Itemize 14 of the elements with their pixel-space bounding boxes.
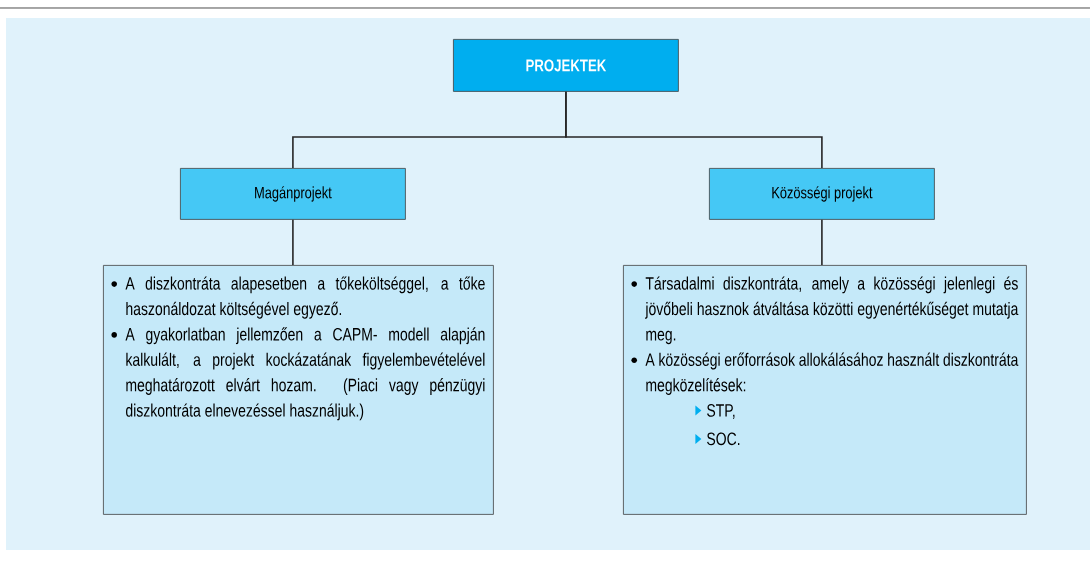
sub-item: STP, [695,404,735,419]
connector-line [292,219,294,266]
category-box: Magánprojekt [180,168,406,220]
connector-line [821,219,823,266]
category-box: Közösségi projekt [709,168,935,220]
connector-line [565,91,823,169]
text-box [103,265,494,515]
title-box: PROJEKTEK [453,39,679,92]
bullet-item: A diszkontráta alapesetben a tőkeköltséggel, a tőke haszonáldozat költségével egyező. [111,276,485,319]
sub-item: SOC. [695,432,740,446]
bullet-item: A gyakorlatban jellemzően a CAPM- modell alapján kalkulált, a projekt kockázatának figyelembevételével meghatározott elvárt hozam. (Piaci vagy pénzügyi diszkontráta elnevezéssel használjuk.) [111,327,485,421]
bullet-item: Társadalmi diszkontráta, amely a közösségi jelenlegi és jövőbeli hasznok átváltása közötti egyenértékűséget mutatja meg. [631,276,1019,345]
bullet-item: A közösségi erőforrások allokálásához használt diszkontráta megközelítések: [631,352,1019,395]
text-box [623,265,1027,515]
